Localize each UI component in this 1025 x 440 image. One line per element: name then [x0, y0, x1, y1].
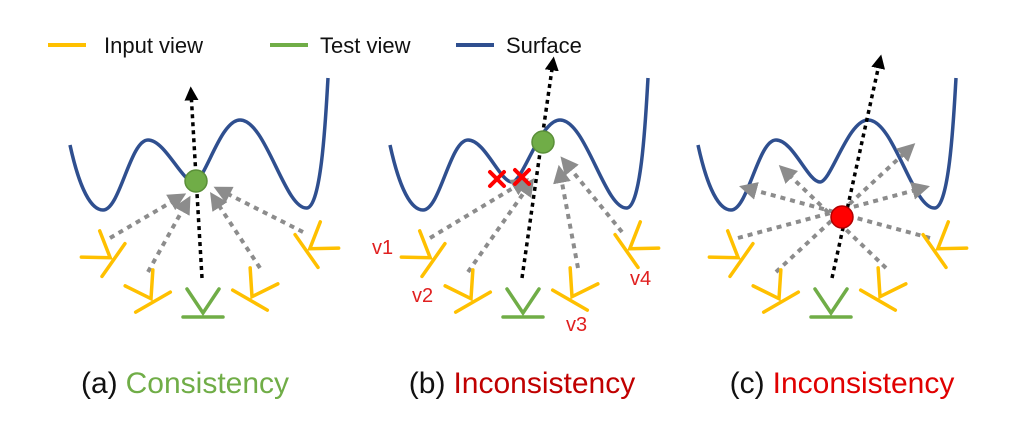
camera-icon [79, 229, 127, 279]
input-cameras [79, 220, 341, 314]
input-ray [428, 178, 530, 240]
camera-icon [707, 229, 755, 279]
view-label-v2: v2 [412, 285, 433, 307]
consistent-point [184, 169, 208, 193]
camera-icon [230, 266, 280, 312]
test-camera-icon [501, 287, 545, 319]
input-ray [739, 182, 931, 240]
input-rays [108, 186, 304, 273]
panel-b: v1 v2 v3 v4 (b)Inconsistency [372, 56, 661, 400]
caption-c: (c)Inconsistency [730, 367, 955, 400]
test-camera-icon [809, 287, 853, 319]
panel-c: (c)Inconsistency [696, 54, 969, 400]
caption-b: (b)Inconsistency [409, 367, 635, 400]
camera-icon [293, 220, 341, 270]
cross-icon [488, 170, 506, 188]
input-ray [737, 182, 930, 240]
legend-input-view-label: Input view [104, 33, 203, 58]
camera-icon [399, 229, 447, 279]
intersection-crosses [488, 168, 531, 188]
legend-test-view-label: Test view [320, 33, 411, 58]
input-cameras [399, 220, 661, 314]
camera-icon [123, 268, 173, 314]
camera-icon [443, 268, 493, 314]
surface-curve [388, 77, 650, 212]
view-label-v3: v3 [566, 314, 587, 336]
consistent-point [531, 130, 555, 154]
test-ray [184, 86, 204, 279]
panel-a: (a)Consistency [68, 77, 341, 400]
input-ray [210, 191, 262, 270]
inconsistent-point [830, 205, 854, 229]
camera-icon [858, 266, 908, 312]
camera-icon [751, 268, 801, 314]
view-label-v4: v4 [630, 268, 651, 290]
input-ray [466, 178, 535, 274]
test-camera-icon [181, 287, 225, 319]
legend-surface-label: Surface [506, 33, 582, 58]
surface-curve [696, 77, 958, 212]
input-ray [553, 164, 580, 269]
camera-icon [921, 220, 969, 270]
test-ray [830, 54, 886, 279]
caption-a: (a)Consistency [81, 367, 289, 400]
input-cameras [707, 220, 969, 314]
legend: Input view Test view Surface [48, 33, 582, 58]
input-ray [108, 193, 187, 240]
cross-icon [513, 168, 531, 186]
view-label-v1: v1 [372, 237, 393, 259]
camera-icon [613, 220, 661, 270]
camera-icon [550, 266, 600, 312]
input-ray [146, 195, 191, 273]
input-rays [428, 156, 624, 274]
